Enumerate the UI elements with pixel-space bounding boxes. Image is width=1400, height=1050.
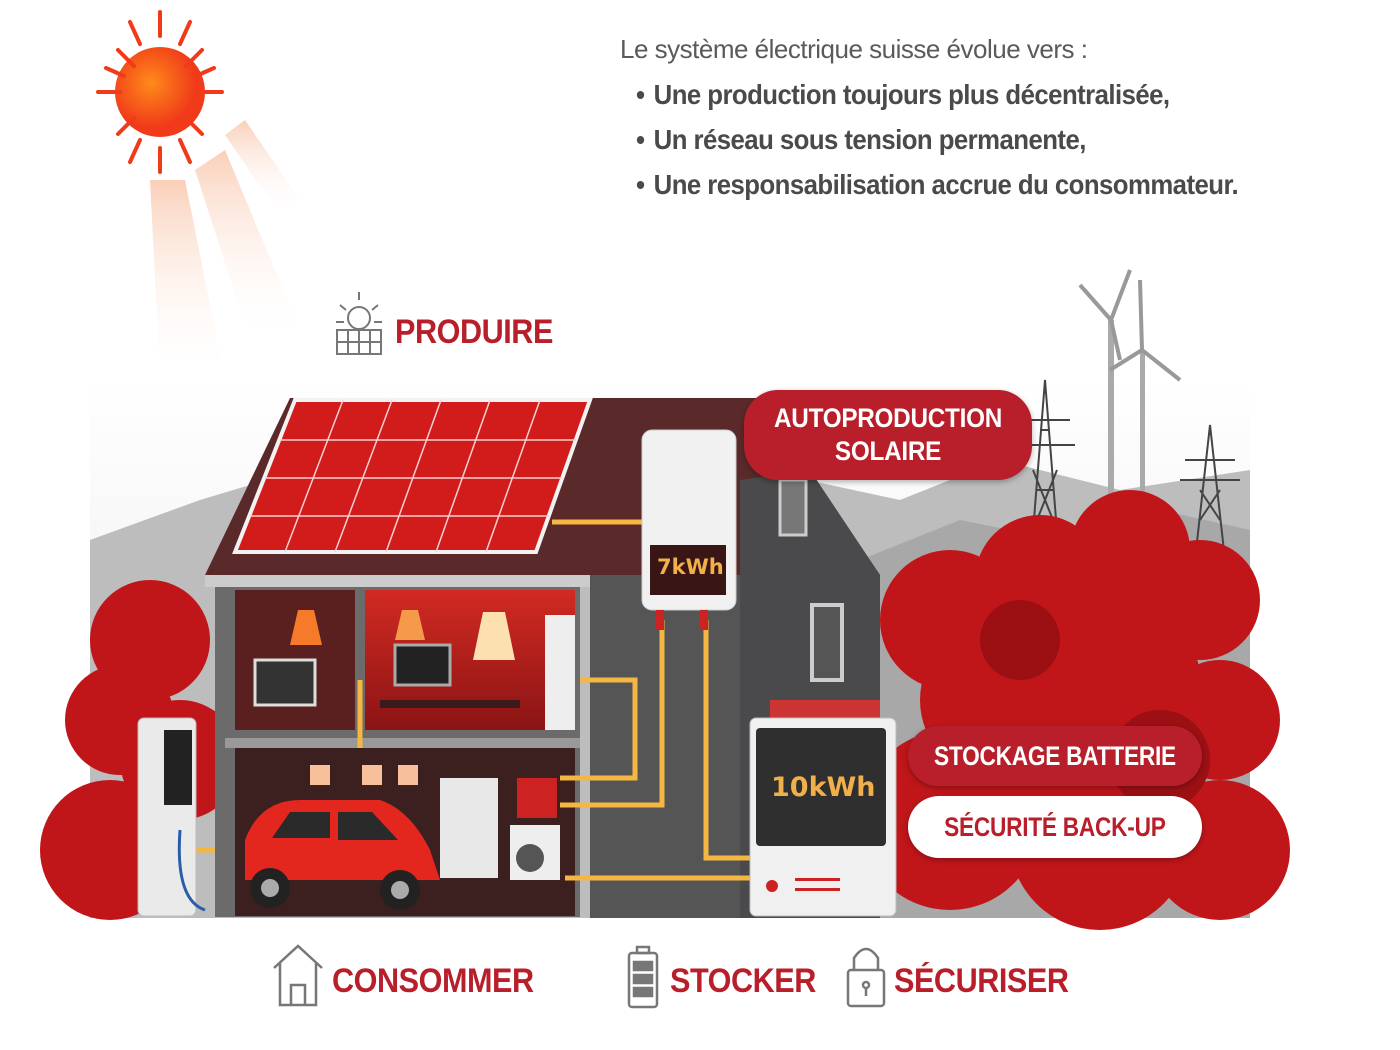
section-securiser: SÉCURISER [894, 962, 1069, 1000]
autoproduction-callout: AUTOPRODUCTION SOLAIRE [744, 390, 1032, 480]
battery-display: 10kWh [771, 772, 876, 803]
section-consommer: CONSOMMER [332, 962, 534, 1000]
stockage-callout: STOCKAGE BATTERIE [908, 726, 1202, 786]
intro-lead: Le système électrique suisse évolue vers… [620, 34, 1088, 64]
sun-icon [96, 10, 300, 380]
callout-line: AUTOPRODUCTION [774, 403, 1002, 433]
house-icon [273, 944, 323, 1007]
bullet-item: Une responsabilisation accrue du consomm… [636, 166, 1239, 211]
intro-bullets: Une production toujours plus décentralis… [636, 76, 1290, 211]
wind-turbines [1078, 269, 1182, 500]
section-produire: PRODUIRE [395, 313, 553, 351]
stockage-callout-text: STOCKAGE BATTERIE [934, 741, 1176, 771]
electrical-wires [195, 519, 750, 881]
home-battery [749, 700, 897, 917]
electric-car [245, 800, 440, 910]
padlock-icon [846, 947, 886, 1008]
section-stocker: STOCKER [670, 962, 816, 1000]
securite-callout: SÉCURITÉ BACK-UP [908, 796, 1202, 858]
inverter [641, 429, 737, 630]
solar-panel-sun-icon [336, 292, 382, 355]
solar-panels [232, 398, 593, 554]
bullet-item: Un réseau sous tension permanente, [636, 121, 1238, 166]
inverter-display: 7kWh [657, 555, 724, 579]
securite-callout-text: SÉCURITÉ BACK-UP [944, 812, 1166, 842]
callout-line: SOLAIRE [834, 436, 942, 466]
battery-icon [627, 945, 659, 1009]
ev-charger [137, 717, 206, 917]
power-pylons [1015, 379, 1240, 571]
bullet-item: Une production toujours plus décentralis… [636, 76, 1238, 121]
